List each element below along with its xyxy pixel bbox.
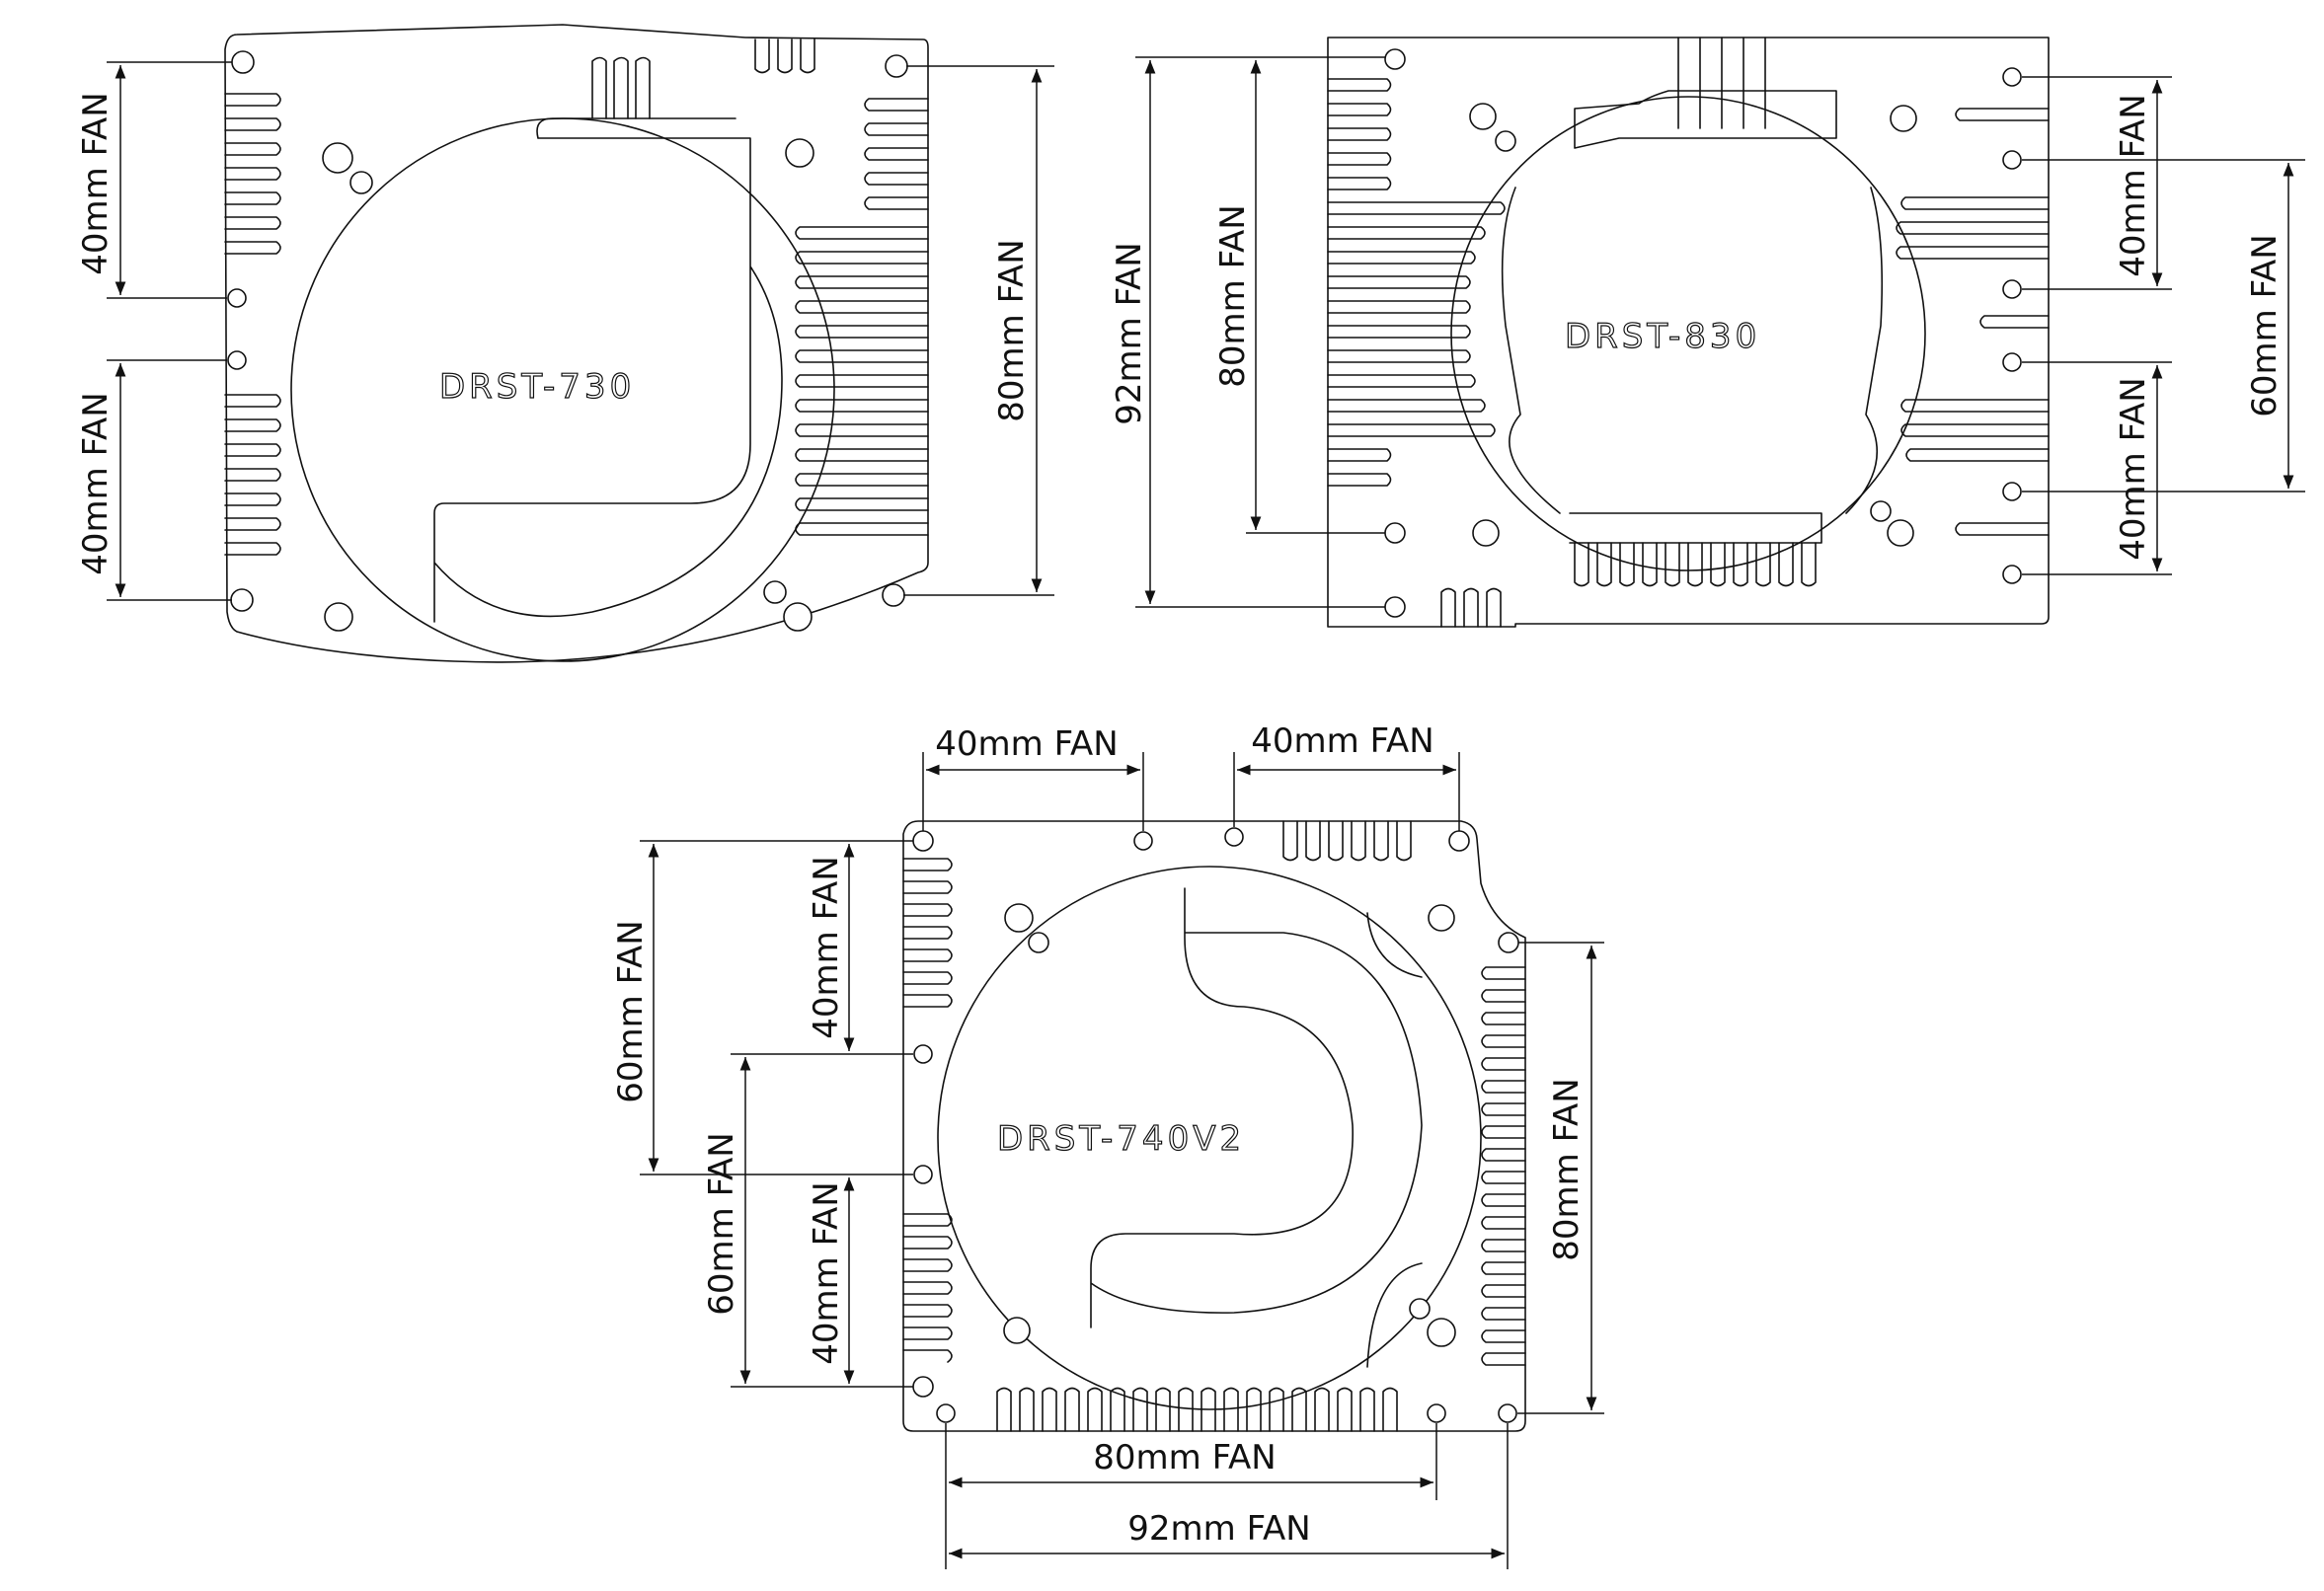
dim-730-80mm: 80mm FAN: [992, 239, 1032, 421]
dim-740-bottom-92mm: 92mm FAN: [1127, 1509, 1310, 1549]
plate-730-top-fins: [591, 38, 815, 119]
plate-730-right-fins: [795, 98, 929, 536]
plate-730-left-fins: [224, 93, 281, 556]
dim-740-left-60mm-b: 60mm FAN: [702, 1132, 741, 1315]
plate-730-outline: [224, 24, 929, 663]
plate-740-channel: [1090, 887, 1423, 1368]
dim-740-left-60mm-a: 60mm FAN: [611, 920, 651, 1102]
dim-740-top-40mm-a: 40mm FAN: [935, 724, 1118, 764]
plate-740-dimensions: [640, 752, 1604, 1569]
plate-830-fins: [1327, 37, 2050, 628]
dim-740-top-40mm-b: 40mm FAN: [1251, 721, 1433, 761]
plate-740-model-label: DRST-740V2: [997, 1119, 1245, 1159]
plate-drst-830: DRST-830 92mm FAN 80mm FAN 40mm FAN 40mm…: [1110, 37, 2305, 628]
dim-740-left-40mm-a: 40mm FAN: [807, 856, 846, 1038]
plate-830-model-label: DRST-830: [1565, 317, 1760, 356]
dim-830-40mm-b: 40mm FAN: [2114, 377, 2153, 560]
plate-drst-740v2: DRST-740V2 40mm FAN 40mm FA: [611, 721, 1604, 1569]
plate-730-dimensions: [107, 61, 1054, 601]
dim-730-40mm-a: 40mm FAN: [76, 92, 116, 274]
dim-730-40mm-b: 40mm FAN: [76, 392, 116, 574]
plate-730-model-label: DRST-730: [439, 367, 635, 407]
plate-730-mount-holes: [227, 50, 908, 632]
plate-740-fins: [902, 820, 1526, 1432]
plate-740-outline: [902, 820, 1526, 1432]
plate-830-mount-holes: [1384, 48, 2022, 618]
dim-830-80mm: 80mm FAN: [1213, 204, 1253, 387]
plate-830-dimensions: [1135, 56, 2305, 608]
dim-740-bottom-80mm: 80mm FAN: [1093, 1438, 1276, 1477]
plate-730-channel: [433, 117, 783, 623]
plate-830-inner: [1501, 90, 1884, 544]
plate-drst-730: DRST-730 40mm FAN 40mm FAN 80mm FAN: [76, 24, 1054, 663]
dim-740-right-80mm: 80mm FAN: [1547, 1078, 1587, 1260]
plate-740-fan-circle: [937, 866, 1482, 1410]
dim-830-40mm-a: 40mm FAN: [2114, 94, 2153, 276]
dim-830-92mm: 92mm FAN: [1110, 242, 1149, 424]
dim-740-left-40mm-b: 40mm FAN: [807, 1181, 846, 1364]
dim-830-60mm: 60mm FAN: [2245, 234, 2285, 417]
plate-830-outline: [1327, 37, 2050, 628]
